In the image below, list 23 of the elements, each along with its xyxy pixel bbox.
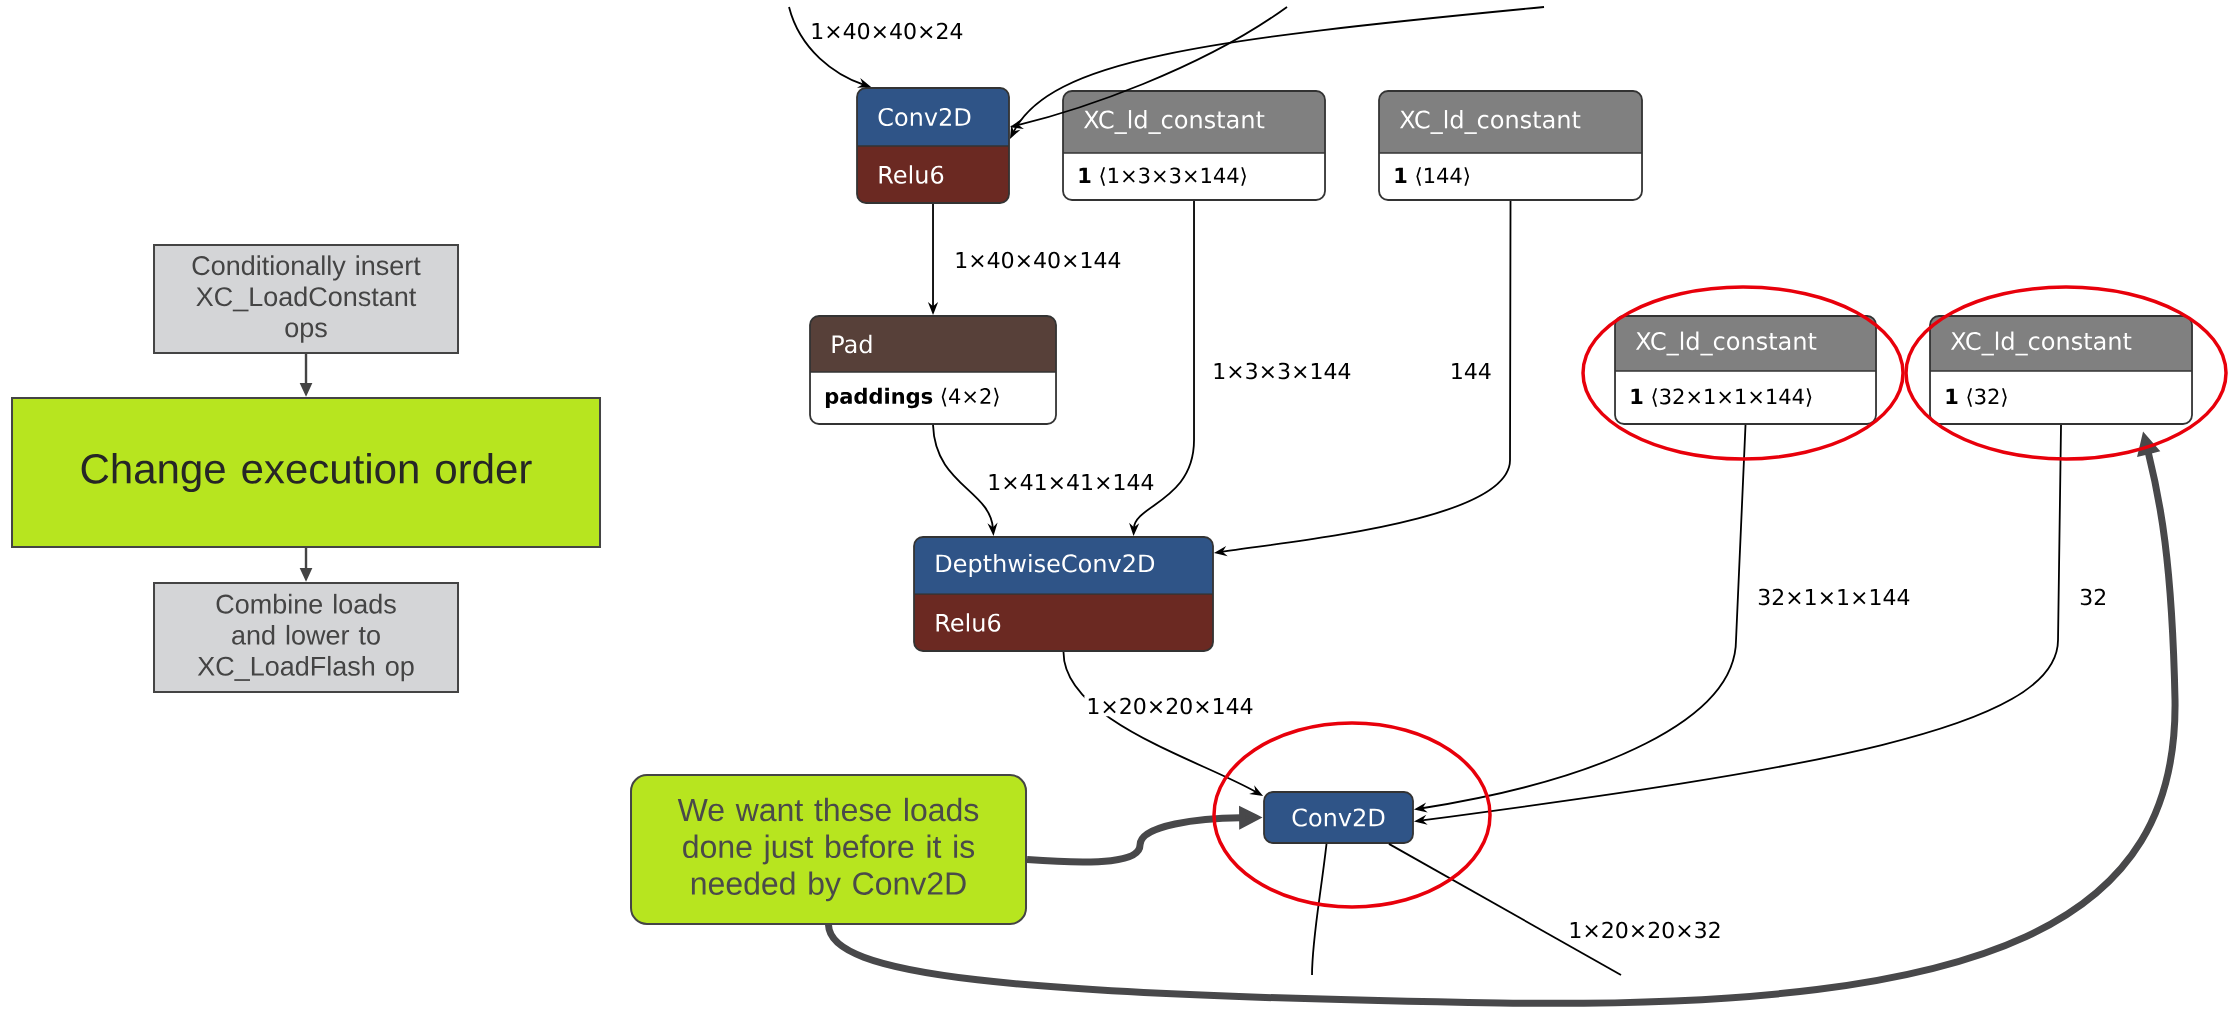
edge-label: 32 xyxy=(2077,586,2110,608)
constant-node: XC_ld_constant 1 ⟨32⟩ xyxy=(1929,315,2193,425)
callout-box: We want these loads done just before it is needed by Conv2D xyxy=(630,774,1027,925)
constant-node: XC_ld_constant 1 ⟨32×1×1×144⟩ xyxy=(1614,315,1877,425)
connector-line xyxy=(1388,843,1622,976)
constant-node: XC_ld_constant 1 ⟨144⟩ xyxy=(1378,90,1643,201)
connector-line xyxy=(1311,843,1328,976)
operator-node: Conv2D Relu6 xyxy=(856,87,1010,204)
edge-label: 1×40×40×24 xyxy=(808,20,966,42)
highlighted-step-box: Change execution order xyxy=(11,397,601,548)
edge-label: 1×41×41×144 xyxy=(985,472,1157,492)
process-box: Combine loads and lower to XC_LoadFlash op xyxy=(153,582,459,693)
edge-label: 32×1×1×144 xyxy=(1755,586,1913,608)
edge-label: 1×20×20×144 xyxy=(1084,695,1256,717)
edge-label: 1×20×20×32 xyxy=(1566,919,1724,941)
operator-node: DepthwiseConv2D Relu6 xyxy=(913,536,1214,652)
edge-label: 1×3×3×144 xyxy=(1210,360,1354,382)
edge-label: 144 xyxy=(1447,361,1494,381)
constant-node: XC_ld_constant 1 ⟨1×3×3×144⟩ xyxy=(1062,90,1326,201)
operator-node: Conv2D xyxy=(1263,791,1414,844)
process-box: Conditionally insert XC_LoadConstant ops xyxy=(153,244,459,354)
constant-node: Pad paddings ⟨4×2⟩ xyxy=(809,315,1057,425)
edge-label: 1×40×40×144 xyxy=(952,249,1124,271)
